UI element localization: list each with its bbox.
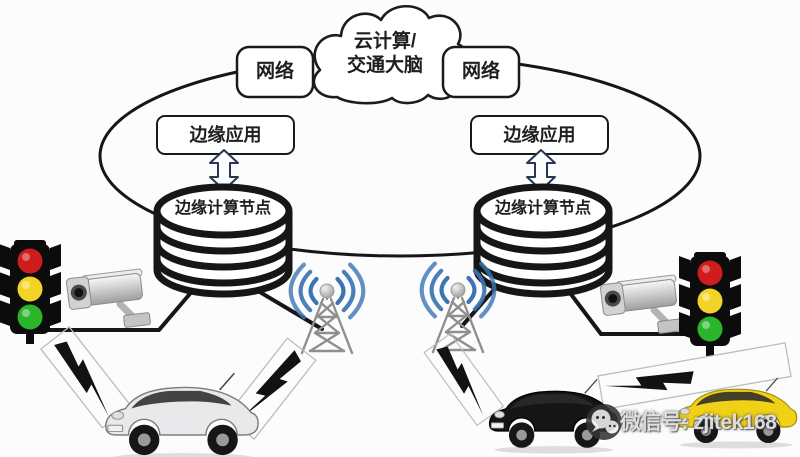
white-car [105,372,259,457]
network-box-right [441,45,521,99]
cctv-camera-icon-right [600,275,685,334]
cctv-camera-icon-left [66,269,151,328]
cloud-icon [312,5,472,105]
edge-app-box-right [470,115,609,155]
edge-app-box-left [156,115,295,155]
yellow-car [674,377,798,450]
network-box-left [235,45,315,99]
lightning-bolt-icon [423,332,505,427]
traffic-light-icon-right [679,252,741,356]
lightning-bolt-icon [597,342,792,411]
radio-tower-icon-left [291,265,364,353]
edge-node-cylinder-left [153,183,293,298]
wechat-icon [586,404,622,440]
edge-node-cylinder-right [473,183,613,298]
